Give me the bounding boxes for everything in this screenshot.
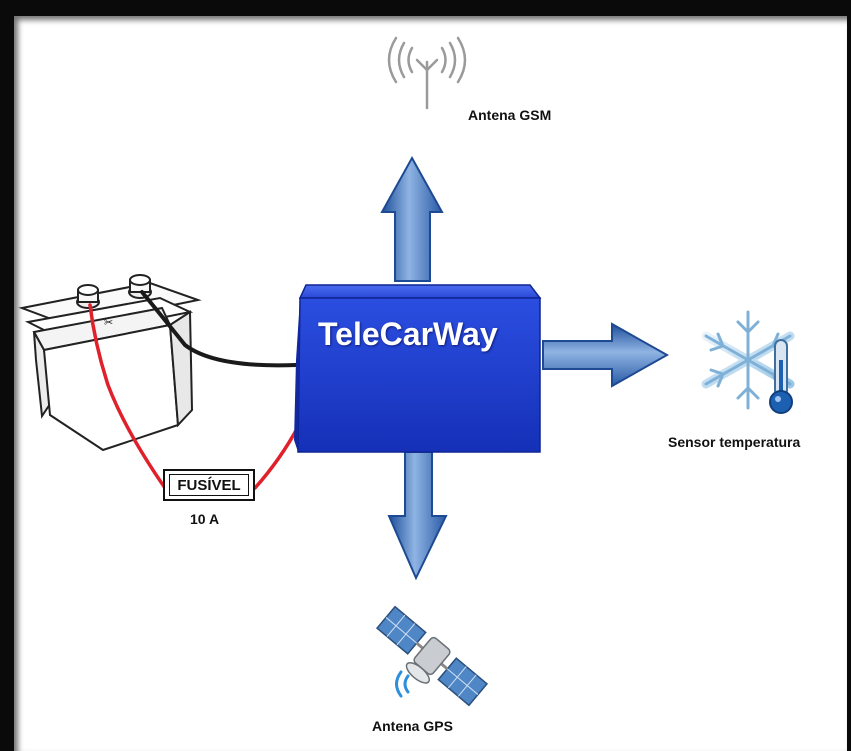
satellite-icon — [375, 605, 489, 707]
arrow-down-gps — [387, 451, 448, 581]
gsm-antenna-label: Antena GSM — [468, 107, 552, 123]
temperature-sensor-label: Sensor temperatura — [668, 434, 801, 450]
arrow-right-sensor — [542, 322, 670, 388]
positive-wire-battery — [88, 303, 167, 490]
telecarway-device — [294, 284, 542, 453]
svg-text:✂: ✂ — [104, 316, 113, 329]
device-title: TeleCarWay — [318, 316, 498, 352]
arrow-up-gsm — [380, 155, 444, 282]
negative-wire — [140, 290, 298, 368]
fuse-label: FUSÍVEL — [169, 474, 249, 496]
positive-wire-device — [253, 425, 300, 490]
fuse-box: FUSÍVEL — [163, 469, 255, 501]
fuse-rating-label: 10 A — [190, 511, 220, 527]
antenna-icon — [387, 36, 467, 110]
battery-icon: ✂ — [18, 274, 202, 452]
snowflake-thermometer-icon — [701, 307, 795, 414]
gps-antenna-label: Antena GPS — [372, 718, 453, 734]
